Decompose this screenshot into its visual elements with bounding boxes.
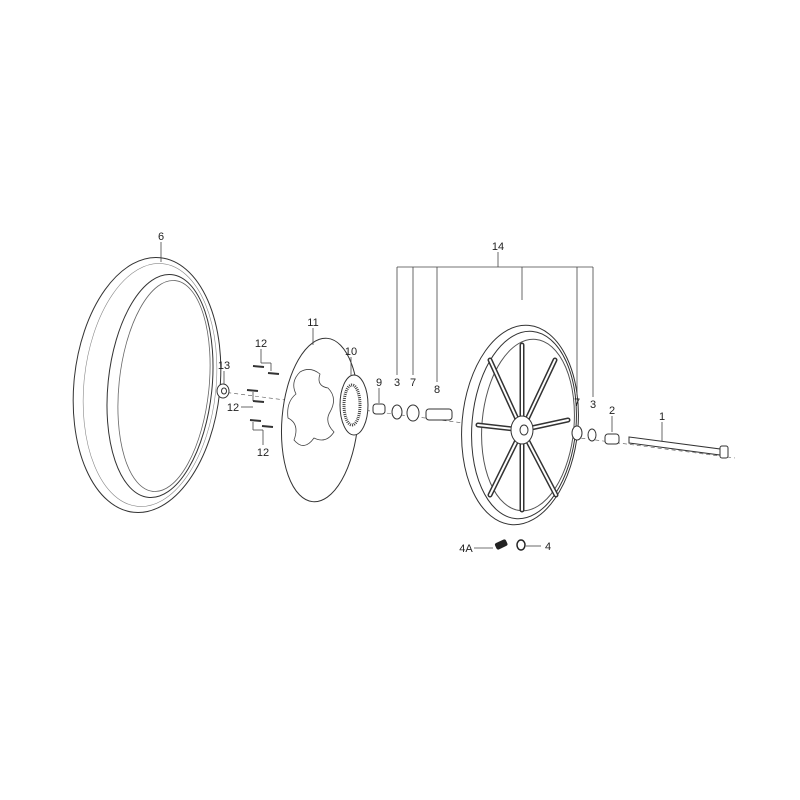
axis-centerline	[129, 379, 736, 459]
label-spacer-right: 2	[609, 405, 615, 417]
spacer-2[interactable]	[604, 433, 620, 445]
label-disc-bolts-bottom: 12	[257, 447, 269, 459]
axle-nut[interactable]	[216, 383, 230, 399]
label-disc-bolts-top: 12	[255, 338, 267, 350]
label-nut: 13	[218, 360, 230, 372]
label-bearing-left: 7	[410, 377, 416, 389]
valve-4[interactable]	[516, 539, 526, 551]
seal-3-right[interactable]	[587, 428, 597, 442]
label-bearing-right: 7	[574, 397, 580, 409]
label-disc-bolts-mid: 12	[227, 402, 239, 414]
label-wheel-assembly: 14	[492, 241, 504, 253]
seal-3-left[interactable]	[391, 404, 403, 420]
leader-lines	[160, 242, 663, 549]
center-spacer-8[interactable]	[425, 408, 453, 421]
label-seal-left: 3	[394, 377, 400, 389]
label-spacer-left: 9	[376, 377, 382, 389]
label-valve-4a: 4A	[459, 543, 473, 555]
wheel[interactable]	[454, 320, 587, 529]
bearing-7-right[interactable]	[571, 425, 583, 441]
tone-ring[interactable]	[339, 374, 369, 436]
label-brake-disc: 11	[307, 317, 318, 329]
label-axle: 1	[659, 411, 665, 423]
tire[interactable]	[61, 250, 233, 520]
label-valve-4: 4	[545, 541, 551, 553]
label-center-spacer: 8	[434, 384, 440, 396]
disc-bolts[interactable]	[246, 365, 280, 428]
brake-disc[interactable]	[275, 335, 365, 505]
label-seal-right: 3	[590, 399, 596, 411]
label-tone-ring: 10	[345, 346, 357, 358]
label-tire: 6	[158, 231, 164, 243]
spacer-9[interactable]	[372, 403, 386, 415]
axle[interactable]	[628, 436, 729, 459]
valve-4a[interactable]	[494, 539, 508, 550]
bearing-7-left[interactable]	[406, 404, 420, 422]
